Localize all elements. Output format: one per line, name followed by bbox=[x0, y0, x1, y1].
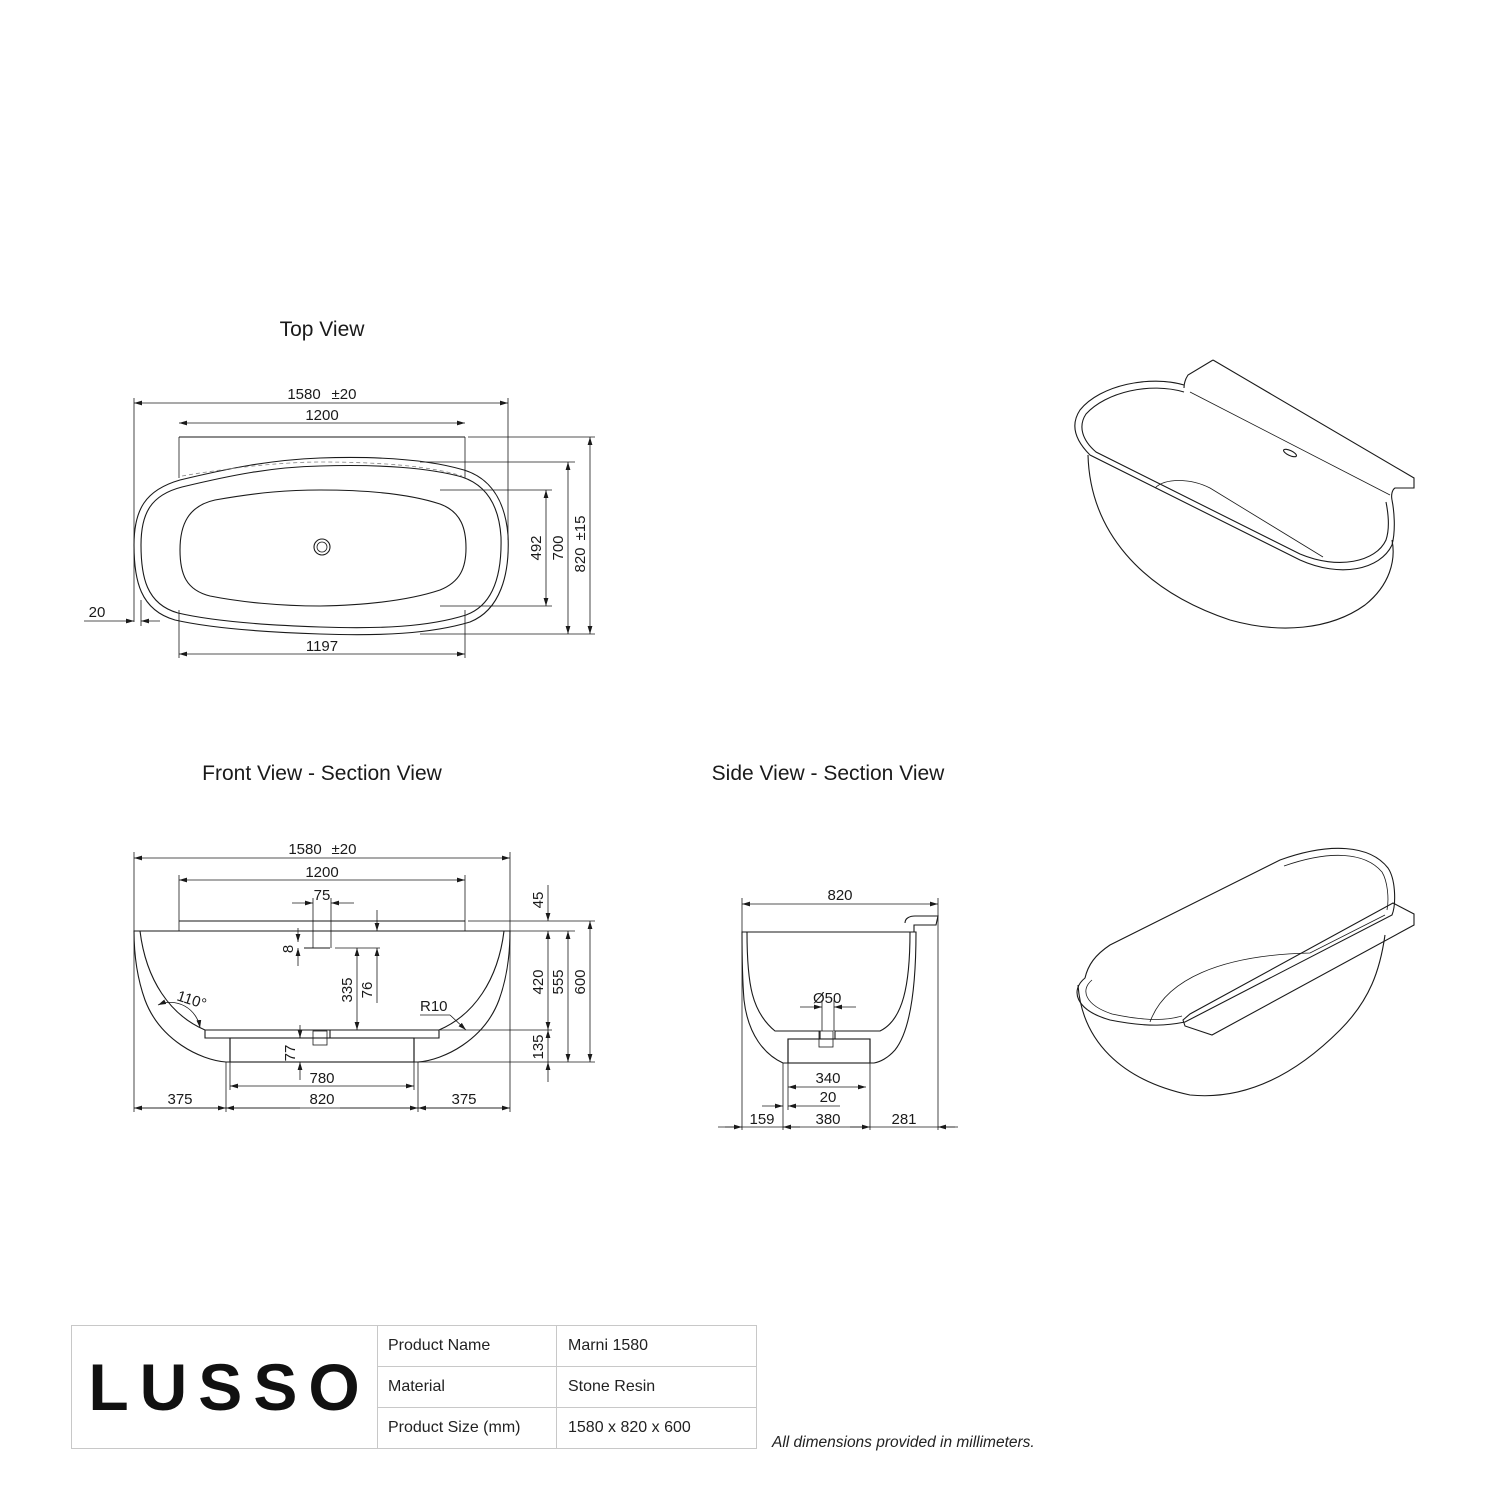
dim-label: 375 bbox=[167, 1091, 192, 1108]
top-view-title: Top View bbox=[280, 318, 366, 341]
dim-label: 375 bbox=[451, 1091, 476, 1108]
front-view-waste bbox=[312, 1030, 328, 1046]
info-value: 1580 x 820 x 600 bbox=[568, 1419, 691, 1436]
dim-label: 420 bbox=[530, 969, 547, 994]
iso-overflow-icon bbox=[1283, 448, 1297, 458]
logo-cell: LUSSO bbox=[72, 1326, 378, 1448]
dim-tolerance: ±20 bbox=[332, 386, 357, 403]
info-value: Marni 1580 bbox=[568, 1337, 649, 1354]
iso-rim-inner bbox=[1081, 387, 1389, 563]
isometric-view-front bbox=[1076, 847, 1415, 1097]
iso-shelf-left bbox=[1183, 359, 1214, 389]
side-view: Side View - Section View 820 Ø50 340 20 bbox=[712, 762, 958, 1130]
top-view-inner-rim bbox=[140, 464, 502, 629]
dim-tolerance: ±20 bbox=[332, 841, 357, 858]
info-row-product-size: Product Size (mm) 1580 x 820 x 600 bbox=[378, 1408, 756, 1448]
dim-angle-arc bbox=[157, 999, 202, 1029]
dim-label: 820 bbox=[827, 887, 852, 904]
top-view-shelf-hidden bbox=[181, 461, 463, 477]
dim-diameter-label: Ø50 bbox=[813, 990, 841, 1007]
dim-tolerance: ±15 bbox=[572, 516, 589, 541]
dim-label: 281 bbox=[891, 1111, 916, 1128]
leader-arrow bbox=[449, 1014, 467, 1031]
dim-label: 1200 bbox=[305, 864, 338, 881]
iso-basin-floor bbox=[1154, 480, 1324, 558]
side-view-title: Side View - Section View bbox=[712, 762, 946, 785]
dim-label: 159 bbox=[749, 1111, 774, 1128]
info-label: Product Size (mm) bbox=[378, 1408, 557, 1448]
side-view-waste bbox=[818, 1030, 834, 1048]
top-view-drain-inner bbox=[316, 541, 328, 553]
iso2-rim-outer bbox=[1076, 847, 1396, 1026]
dim-label: 1200 bbox=[305, 407, 338, 424]
dim-label: 1197 bbox=[306, 638, 338, 655]
brand-logo: LUSSO bbox=[88, 1350, 371, 1424]
dim-label: 492 bbox=[528, 535, 545, 560]
iso2-rim-inner-left bbox=[1085, 979, 1183, 1020]
dim-label: 700 bbox=[550, 535, 567, 560]
iso-body bbox=[1087, 454, 1394, 629]
dim-label: 20 bbox=[89, 604, 106, 621]
dim-label: 380 bbox=[815, 1111, 840, 1128]
dim-label: 600 bbox=[572, 969, 589, 994]
side-view-shelf bbox=[904, 915, 939, 932]
top-view-outer-rim bbox=[133, 456, 509, 636]
top-view: Top View 1580 ±20 1200 1197 20 bbox=[84, 318, 595, 658]
iso2-body bbox=[1077, 934, 1386, 1097]
iso-shelf-top bbox=[1212, 359, 1415, 501]
isometric-view-back bbox=[1074, 359, 1415, 629]
dim-label: 45 bbox=[530, 892, 547, 909]
dim-label: 135 bbox=[530, 1034, 547, 1059]
dim-label: 335 bbox=[339, 977, 356, 1002]
product-info-table: Product Name Marni 1580 Material Stone R… bbox=[378, 1326, 756, 1448]
info-label: Product Name bbox=[378, 1326, 557, 1366]
info-row-material: Material Stone Resin bbox=[378, 1367, 756, 1408]
dim-angle-label: 110° bbox=[175, 988, 209, 1013]
dim-label: 76 bbox=[359, 982, 376, 999]
iso2-basin-floor bbox=[1149, 914, 1386, 1023]
front-view-section-shell-right bbox=[329, 930, 511, 1063]
top-view-drain-icon bbox=[313, 538, 331, 556]
dim-label: 820 bbox=[572, 547, 589, 572]
front-view-plinth bbox=[229, 1037, 415, 1063]
units-note: All dimensions provided in millimeters. bbox=[772, 1434, 1035, 1451]
dim-label: 340 bbox=[815, 1070, 840, 1087]
iso2-rim-inner-right bbox=[1283, 854, 1389, 911]
dim-radius-label: R10 bbox=[420, 998, 448, 1015]
front-view-base-slab bbox=[204, 1029, 440, 1039]
dim-label: 75 bbox=[314, 887, 331, 904]
front-view-title: Front View - Section View bbox=[202, 762, 442, 785]
iso-rim-outer bbox=[1074, 380, 1395, 571]
info-row-product-name: Product Name Marni 1580 bbox=[378, 1326, 756, 1367]
iso-shelf-inner bbox=[1189, 391, 1391, 496]
dim-label: 820 bbox=[309, 1091, 334, 1108]
front-view-section-shell bbox=[133, 930, 301, 1063]
dim-label: 1580 bbox=[287, 386, 320, 403]
iso2-shelf bbox=[1182, 902, 1415, 1036]
info-value: Stone Resin bbox=[568, 1378, 656, 1395]
dim-label: 555 bbox=[550, 969, 567, 994]
title-block: LUSSO Product Name Marni 1580 Material S… bbox=[71, 1325, 757, 1449]
dim-label: 780 bbox=[309, 1070, 334, 1087]
dim-label: 77 bbox=[282, 1045, 299, 1062]
side-view-plinth bbox=[787, 1038, 871, 1064]
side-view-section-shell-left bbox=[741, 931, 821, 1064]
dim-label: 1580 bbox=[288, 841, 321, 858]
dim-label: 20 bbox=[820, 1089, 837, 1106]
dim-label: 8 bbox=[280, 945, 297, 953]
side-view-section-shell-right bbox=[834, 931, 917, 1064]
front-view: Front View - Section View 1580 ±20 1200 … bbox=[133, 762, 595, 1112]
top-view-basin bbox=[179, 489, 467, 607]
info-label: Material bbox=[378, 1367, 557, 1407]
